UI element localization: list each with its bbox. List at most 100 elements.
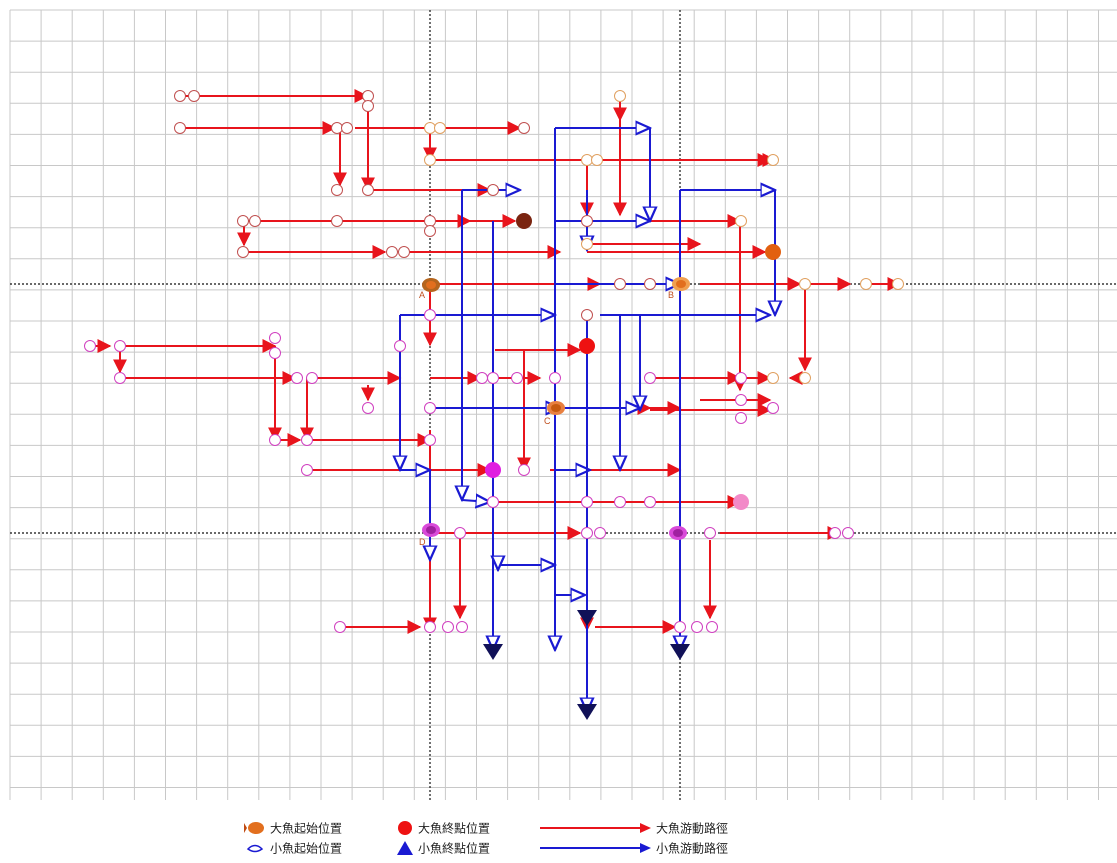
path-node — [442, 621, 454, 633]
path-node — [518, 464, 530, 476]
legend-big-fish-end-label: 大魚終點位置 — [418, 821, 491, 836]
legend-small-fish-start-label: 小魚起始位置 — [270, 841, 343, 856]
path-node — [842, 527, 854, 539]
path-node — [614, 278, 626, 290]
path-node — [331, 122, 343, 134]
path-node — [362, 184, 374, 196]
path-node — [362, 90, 374, 102]
legend-big-fish-path-label: 大魚游動路徑 — [656, 821, 729, 836]
path-node — [644, 496, 656, 508]
path-node — [237, 246, 249, 258]
big-fish-end-markers — [485, 213, 781, 510]
path-node — [644, 372, 656, 384]
path-node — [362, 100, 374, 112]
path-node — [591, 154, 603, 166]
small-fish-end-point — [577, 704, 597, 720]
big-fish-start-icon — [422, 278, 440, 292]
big-fish-end-point — [579, 338, 595, 354]
small-fish-end-markers — [483, 610, 690, 720]
big-fish-start-icon — [422, 523, 440, 537]
start-label-d: D — [419, 537, 426, 547]
path-node — [269, 332, 281, 344]
path-node — [829, 527, 841, 539]
small-fish-paths — [400, 128, 775, 712]
path-node — [767, 372, 779, 384]
path-node — [735, 394, 747, 406]
path-node — [434, 122, 446, 134]
path-node — [581, 154, 593, 166]
path-node — [424, 402, 436, 414]
path-node — [174, 90, 186, 102]
path-node — [735, 372, 747, 384]
path-node — [456, 621, 468, 633]
path-node — [249, 215, 261, 227]
path-node — [424, 154, 436, 166]
path-node — [476, 372, 488, 384]
path-node — [735, 412, 747, 424]
start-label-b: B — [668, 290, 674, 300]
path-node — [860, 278, 872, 290]
path-node — [706, 621, 718, 633]
path-node — [487, 496, 499, 508]
path-node — [691, 621, 703, 633]
path-node — [424, 434, 436, 446]
legend-small-fish-path-label: 小魚游動路徑 — [656, 841, 729, 856]
big-fish-end-point — [485, 462, 501, 478]
small-fish-icon — [246, 845, 264, 853]
path-node — [644, 278, 656, 290]
path-node — [767, 154, 779, 166]
path-node — [331, 215, 343, 227]
legend-big-fish-end: 大魚終點位置 — [396, 818, 490, 836]
big-fish-start-icon — [669, 526, 687, 540]
legend-small-fish-end: 小魚終點位置 — [396, 838, 490, 856]
big-fish-start-icon — [672, 277, 690, 291]
legend-small-fish-path: 小魚游動路徑 — [540, 838, 728, 856]
path-node — [334, 621, 346, 633]
path-node — [398, 246, 410, 258]
path-node — [511, 372, 523, 384]
blue-arrow-icon — [540, 843, 651, 854]
path-node — [424, 215, 436, 227]
path-node — [581, 496, 593, 508]
path-node — [301, 434, 313, 446]
big-fish-end-point — [733, 494, 749, 510]
blue-triangle-icon — [397, 841, 413, 856]
path-node — [424, 225, 436, 237]
path-nodes — [84, 90, 904, 633]
big-fish-start-markers — [422, 277, 690, 540]
legend-big-fish-path: 大魚游動路徑 — [540, 818, 728, 836]
path-node — [581, 527, 593, 539]
path-node — [892, 278, 904, 290]
legend-small-fish-start: 小魚起始位置 — [244, 838, 342, 856]
red-dot-icon — [398, 821, 412, 836]
small-fish-end-point — [483, 644, 503, 660]
path-node — [454, 527, 466, 539]
path-node — [704, 527, 716, 539]
big-fish-icon — [244, 822, 264, 835]
path-node — [614, 496, 626, 508]
path-node — [386, 246, 398, 258]
fish-path-diagram: A B C D — [9, 9, 1117, 800]
path-node — [306, 372, 318, 384]
path-node — [549, 372, 561, 384]
path-node — [331, 184, 343, 196]
path-node — [581, 309, 593, 321]
legend-big-fish-start: 大魚起始位置 — [244, 818, 342, 836]
small-fish-path-segment — [461, 500, 490, 502]
grid — [9, 9, 1117, 800]
path-node — [114, 340, 126, 352]
big-fish-paths — [90, 89, 902, 634]
path-node — [594, 527, 606, 539]
legend-small-fish-end-label: 小魚終點位置 — [418, 841, 491, 856]
path-node — [767, 402, 779, 414]
path-node — [424, 621, 436, 633]
start-label-a: A — [419, 290, 425, 300]
path-node — [188, 90, 200, 102]
path-node — [269, 347, 281, 359]
path-node — [341, 122, 353, 134]
path-node — [614, 90, 626, 102]
big-fish-end-point — [516, 213, 532, 229]
path-node — [799, 278, 811, 290]
path-node — [174, 122, 186, 134]
big-fish-start-icon — [547, 401, 565, 415]
